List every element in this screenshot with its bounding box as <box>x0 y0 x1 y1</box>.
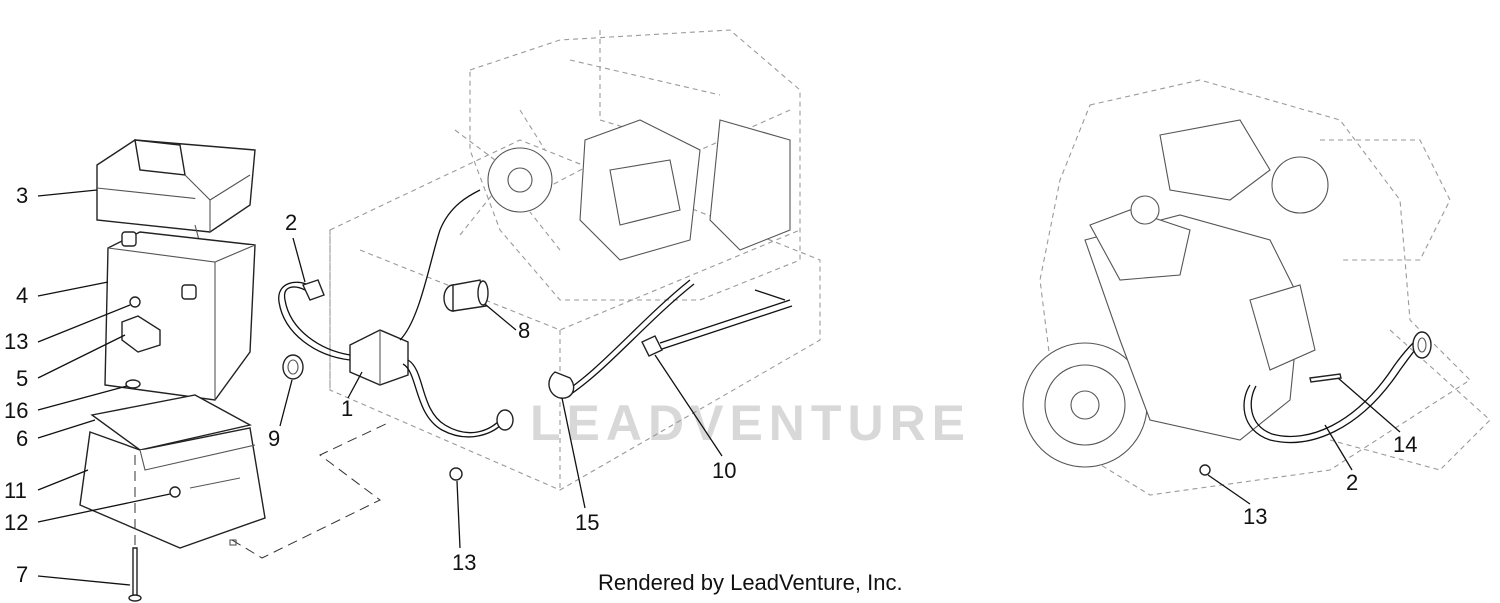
callout-13-center: 13 <box>452 550 476 575</box>
right-engine-view <box>1022 79 1491 496</box>
callout-14: 14 <box>1393 432 1417 457</box>
callout-1: 1 <box>341 396 353 421</box>
ring-terminal <box>302 279 325 301</box>
carriage-bolt <box>169 486 181 498</box>
hold-down-clamp <box>121 315 161 353</box>
callout-4: 4 <box>16 283 28 308</box>
callout-12: 12 <box>4 510 28 535</box>
center-nut <box>449 467 463 481</box>
battery <box>104 231 256 401</box>
credit-text: Rendered by LeadVenture, Inc. <box>598 570 903 595</box>
callout-13-right: 13 <box>1243 504 1267 529</box>
watermark-text: LEADVENTURE <box>530 395 971 451</box>
callout-15: 15 <box>575 510 599 535</box>
sensor <box>641 289 793 357</box>
callout-8: 8 <box>518 318 530 343</box>
callout-6: 6 <box>16 426 28 451</box>
callout-10: 10 <box>712 458 736 483</box>
frame-grommet <box>496 409 514 431</box>
callout-2-left: 2 <box>285 210 297 235</box>
cooling-fan <box>454 109 591 251</box>
right-bolt <box>1309 373 1342 383</box>
callout-9: 9 <box>268 426 280 451</box>
center-engine-view <box>329 29 821 491</box>
flywheel <box>1022 342 1148 468</box>
callout-16: 16 <box>4 398 28 423</box>
battery-assembly <box>79 139 391 602</box>
callout-11: 11 <box>4 478 27 503</box>
callout-labels: 3 2 4 13 5 16 6 11 12 7 8 1 9 13 15 10 1 <box>4 183 1417 587</box>
bolt <box>132 547 138 597</box>
callout-5: 5 <box>16 366 28 391</box>
cable-tie <box>548 371 575 399</box>
nut <box>129 296 141 308</box>
callout-3: 3 <box>16 183 28 208</box>
wiring-harness <box>278 189 695 438</box>
battery-pad <box>90 394 252 451</box>
right-nut <box>1199 464 1211 476</box>
callout-2-right: 2 <box>1346 470 1358 495</box>
callout-7: 7 <box>16 562 28 587</box>
grommet <box>282 354 304 380</box>
washer <box>125 379 141 389</box>
callout-13-left: 13 <box>4 329 28 354</box>
connector <box>443 279 489 312</box>
